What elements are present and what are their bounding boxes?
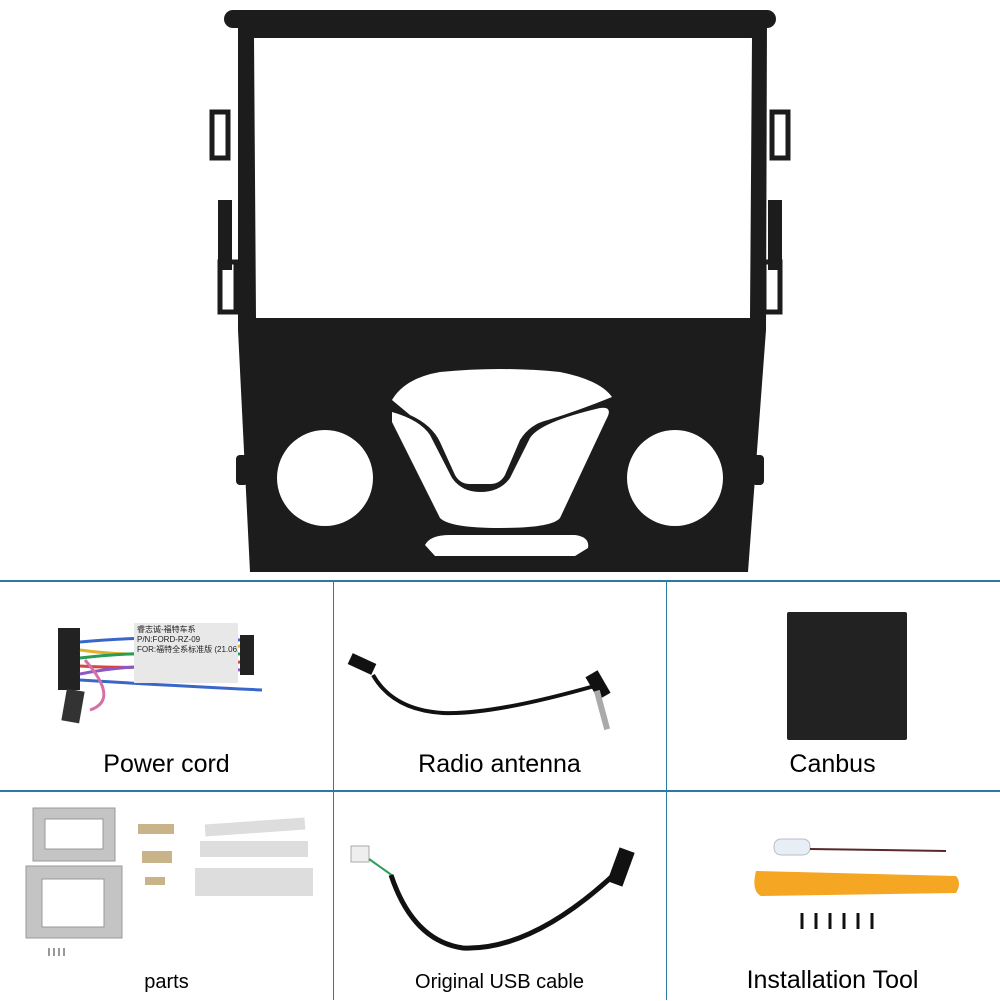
accessory-label: Canbus	[789, 750, 876, 778]
accessory-radio-antenna: Radio antenna	[333, 580, 666, 790]
grid-divider	[666, 580, 667, 1000]
bezel-frame-drawing	[209, 10, 791, 572]
usb-cable-image	[350, 845, 635, 951]
accessory-label: Radio antenna	[418, 750, 581, 778]
accessory-installation-tool: Installation Tool	[666, 791, 999, 1001]
accessory-power-cord: Power cord	[0, 580, 333, 790]
dash-bezel-frame-image	[209, 10, 791, 572]
accessories-grid: Power cord Radio antenna Canbus 睿志诚-福特车系…	[0, 580, 1000, 1000]
canbus-box-image	[787, 612, 907, 740]
grid-divider	[0, 790, 1000, 792]
parts-image	[25, 807, 313, 956]
accessory-canbus: Canbus	[666, 580, 999, 790]
accessory-usb-cable: Original USB cable	[333, 791, 666, 1001]
installation-tool-image	[754, 838, 959, 929]
grid-divider	[333, 580, 334, 1000]
accessory-parts: parts	[0, 791, 333, 1001]
grid-divider	[0, 580, 1000, 582]
canbus-sticker-line: P/N:FORD-RZ-09	[137, 635, 201, 644]
accessory-label: Installation Tool	[746, 966, 919, 994]
accessory-label: Power cord	[103, 750, 230, 778]
radio-antenna-image	[347, 653, 611, 731]
accessory-label: parts	[144, 971, 189, 993]
accessory-label: Original USB cable	[415, 971, 584, 993]
canbus-sticker: 睿志诚-福特车系 P/N:FORD-RZ-09 FOR:福特全系标准版 (21.…	[134, 623, 238, 683]
canbus-sticker-line: FOR:福特全系标准版 (21.06.01)	[137, 645, 238, 654]
canbus-sticker-line: 睿志诚-福特车系	[137, 625, 196, 634]
